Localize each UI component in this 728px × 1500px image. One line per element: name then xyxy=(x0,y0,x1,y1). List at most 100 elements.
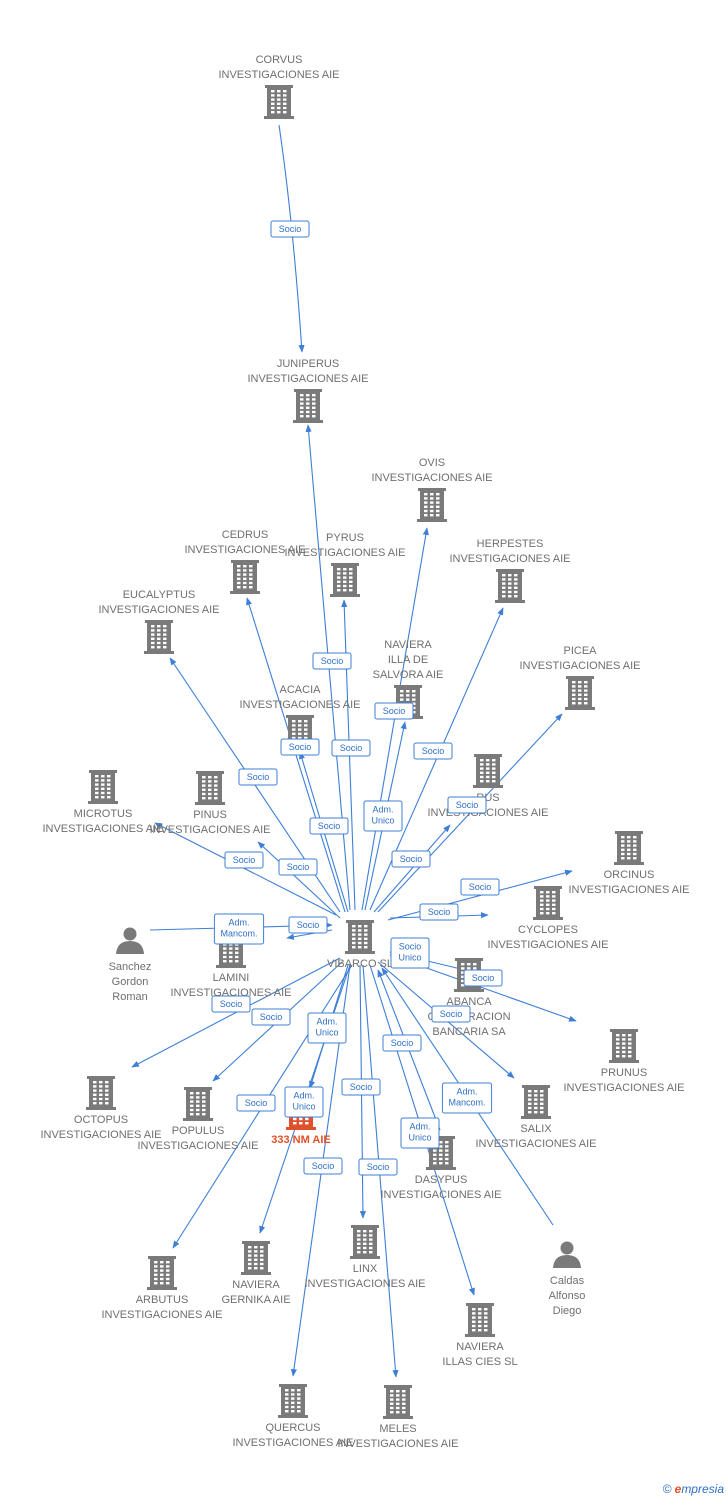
edge-label-box[interactable] xyxy=(251,1008,291,1026)
edge-label-box[interactable] xyxy=(419,903,459,921)
edge-label-box[interactable] xyxy=(288,916,328,934)
edge-label-vibarco-populus[interactable]: Socio xyxy=(251,1008,291,1026)
building-icon xyxy=(144,620,174,654)
edge-label-box[interactable] xyxy=(213,913,265,945)
edge-label-vibarco-salvora[interactable]: Socio xyxy=(374,702,414,720)
edge-label-box[interactable] xyxy=(390,937,430,969)
edge-label-caldas-vibarco[interactable]: Adm.Mancom. xyxy=(441,1082,493,1114)
edge-label-vibarco-herpestes[interactable]: Socio xyxy=(413,742,453,760)
edge-label-vibarco-lamini[interactable]: Socio xyxy=(288,916,328,934)
edge-label-text: Mancom. xyxy=(448,1098,485,1108)
node-label: NAVIERA xyxy=(384,639,432,651)
edge-label-vibarco-microtus[interactable]: Socio xyxy=(224,851,264,869)
edge-label-box[interactable] xyxy=(341,1078,381,1096)
edge-label-vibarco-pyrus[interactable]: Socio xyxy=(331,739,371,757)
edge-label-vibarco-picea[interactable]: Socio xyxy=(447,796,487,814)
node-label: MICROTUS xyxy=(74,808,133,820)
edge-label-vibarco-salix[interactable]: Socio xyxy=(431,1005,471,1023)
edge-label-vibarco-prunus[interactable]: Socio xyxy=(463,969,503,987)
edge-label-box[interactable] xyxy=(278,858,318,876)
edge-label-vibarco-orcinus[interactable]: Socio xyxy=(460,878,500,896)
edge-label-box[interactable] xyxy=(460,878,500,896)
node-vibarco[interactable]: VIBARCO SL xyxy=(327,920,393,970)
edge-label-box[interactable] xyxy=(358,1158,398,1176)
edge-label-box[interactable] xyxy=(307,1012,347,1044)
edge-label-text: Socio xyxy=(400,854,423,864)
edge-label-sanchez-vibarco[interactable]: Adm.Mancom. xyxy=(213,913,265,945)
edge-label-vibarco-rus[interactable]: Socio xyxy=(391,850,431,868)
edge-label-box[interactable] xyxy=(382,1034,422,1052)
edge-label-box[interactable] xyxy=(391,850,431,868)
edge-label-box[interactable] xyxy=(270,220,310,238)
edge-label-box[interactable] xyxy=(309,817,349,835)
edge-label-box[interactable] xyxy=(413,742,453,760)
edge-label-text: Socio xyxy=(472,973,495,983)
edge-label-vibarco-gernika[interactable]: Adm.Unico xyxy=(284,1086,324,1118)
edge-label-vibarco-quercus[interactable]: Socio xyxy=(303,1157,343,1175)
edge-label-box[interactable] xyxy=(312,652,352,670)
edge-label-vibarco-nm333[interactable]: Adm.Unico xyxy=(307,1012,347,1044)
edge-label-vibarco-octopus[interactable]: Socio xyxy=(211,995,251,1013)
edge-label-dasypus-vibarco[interactable]: Socio xyxy=(382,1034,422,1052)
edge-label-box[interactable] xyxy=(238,768,278,786)
edge-label-vibarco-juniperus[interactable]: Socio xyxy=(312,652,352,670)
edge-label-corvus-juniperus[interactable]: Socio xyxy=(270,220,310,238)
edge-label-vibarco-linx[interactable]: Socio xyxy=(341,1078,381,1096)
edge-label-box[interactable] xyxy=(447,796,487,814)
edge-label-vibarco-ovis[interactable]: Adm.Unico xyxy=(363,800,403,832)
edge-label-box[interactable] xyxy=(331,739,371,757)
edge-label-vibarco-illascies[interactable]: Adm.Unico xyxy=(400,1117,440,1149)
edge-label-box[interactable] xyxy=(303,1157,343,1175)
edge-label-box[interactable] xyxy=(280,738,320,756)
edge-label-vibarco-arbutus[interactable]: Socio xyxy=(236,1094,276,1112)
edge-label-vibarco-cyclopes[interactable]: Socio xyxy=(419,903,459,921)
node-label: CORVUS xyxy=(256,54,303,66)
edge-label-box[interactable] xyxy=(236,1094,276,1112)
edge-label-box[interactable] xyxy=(463,969,503,987)
person-icon xyxy=(553,1241,581,1268)
edge-label-vibarco-meles[interactable]: Socio xyxy=(358,1158,398,1176)
edge-label-box[interactable] xyxy=(363,800,403,832)
edge-label-box[interactable] xyxy=(211,995,251,1013)
edge-label-vibarco-cedrus[interactable]: Socio xyxy=(280,738,320,756)
edge-label-box[interactable] xyxy=(374,702,414,720)
edge-label-vibarco-acacia[interactable]: Socio xyxy=(309,817,349,835)
edge-label-box[interactable] xyxy=(431,1005,471,1023)
edge-label-vibarco-eucalyptus[interactable]: Socio xyxy=(238,768,278,786)
edge-label-vibarco-pinus[interactable]: Socio xyxy=(278,858,318,876)
building-icon xyxy=(147,1256,177,1290)
edge-label-box[interactable] xyxy=(400,1117,440,1149)
edge-label-box[interactable] xyxy=(441,1082,493,1114)
node-label: INVESTIGACIONES AIE xyxy=(101,1309,222,1321)
edge-label-box[interactable] xyxy=(224,851,264,869)
edge-label-box[interactable] xyxy=(284,1086,324,1118)
